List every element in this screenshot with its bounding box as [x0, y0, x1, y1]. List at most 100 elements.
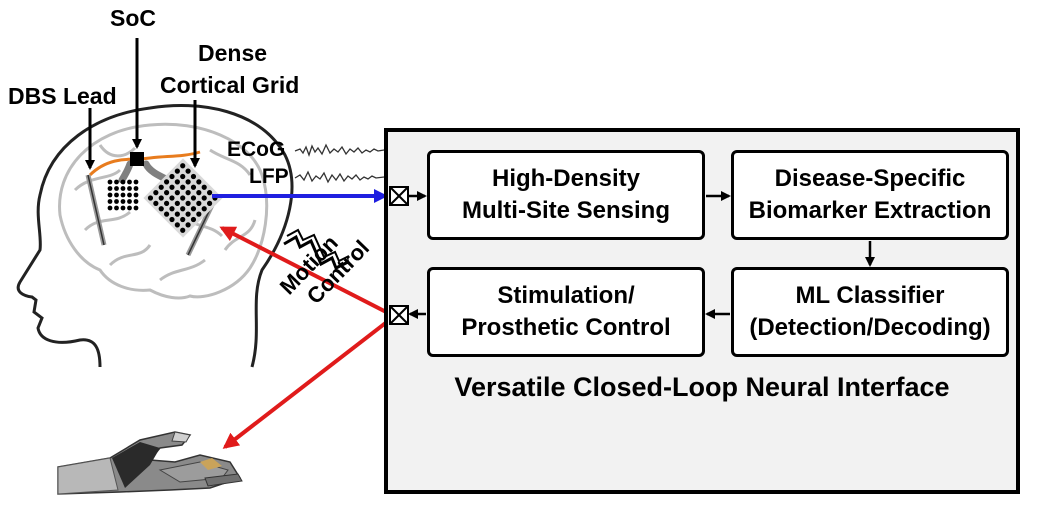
stimulation-block: Stimulation/ Prosthetic Control [427, 267, 705, 357]
electrode-dot [107, 179, 113, 185]
classifier-block-line1: ML Classifier [795, 282, 945, 309]
electrode-dot [185, 222, 191, 228]
electrode-dot [190, 216, 197, 223]
electrode-dot [147, 195, 154, 201]
electrode-dot [133, 186, 139, 191]
stimulation-block-line1: Stimulation/ [497, 282, 635, 309]
electrode-dot [185, 200, 191, 206]
electrode-dot [190, 195, 197, 201]
electrode-dot [107, 186, 113, 191]
stimulation-pulse-icon [283, 234, 349, 271]
electrode-dot [180, 195, 186, 201]
electrode-dot [169, 173, 175, 180]
electrode-dot [174, 200, 180, 206]
electrode-dot [180, 163, 186, 169]
electrode-dot [127, 199, 132, 204]
robotic-hand-icon [57, 431, 243, 495]
stimulation-block-line2: Prosthetic Control [461, 314, 671, 341]
electrode-dot [127, 186, 132, 191]
electrode-dot [196, 211, 202, 217]
electrode-dot [127, 192, 132, 198]
dense-grid-label-line1: Dense [198, 40, 268, 66]
electrode-dot [163, 211, 170, 217]
biomarker-block-line2: Biomarker Extraction [748, 197, 992, 224]
electrode-dot [107, 199, 113, 204]
electrode-dot [133, 192, 139, 198]
connector-cable [118, 160, 172, 184]
electrode-dot [190, 173, 197, 180]
electrode-dot [153, 200, 159, 206]
electrode-dot [158, 184, 164, 190]
electrode-dot [163, 179, 170, 185]
electrode-dot [163, 200, 170, 206]
electrode-dot [127, 205, 132, 211]
electrode-dot [153, 190, 159, 196]
electrode-dot [190, 184, 197, 190]
electrode-dot [196, 190, 202, 196]
sensing-block-line1: High-Density [491, 165, 640, 192]
electrode-dot [114, 199, 119, 204]
electrode-dot [185, 211, 191, 217]
electrode-dot [169, 206, 175, 212]
electrode-dot [127, 179, 132, 185]
classifier-block: ML Classifier (Detection/Decoding) [731, 267, 1009, 357]
electrode-dot [206, 200, 213, 206]
electrode-dot [201, 195, 207, 201]
ecog-waveform [294, 143, 385, 157]
electrode-dot [196, 200, 202, 206]
electrode-dot [190, 206, 197, 212]
electrode-dot [185, 168, 191, 174]
dense-grid-label-line2: Cortical Grid [160, 72, 300, 98]
electrode-dot [174, 179, 180, 185]
electrode-dot [174, 222, 180, 228]
sensing-block: High-Density Multi-Site Sensing [427, 150, 705, 240]
electrode-dot [120, 179, 126, 185]
electrode-dot [180, 216, 186, 223]
electrode-dot [169, 195, 175, 201]
stimulation-arrow [219, 226, 393, 317]
lfp-label: LFP [249, 165, 289, 188]
biomarker-block-line1: Disease-Specific [774, 165, 966, 192]
electrode-dot [120, 192, 126, 198]
electrode-dot [133, 199, 139, 204]
electrode-dot [169, 216, 175, 223]
classifier-block-line2: (Detection/Decoding) [749, 314, 991, 341]
electrode-dot [114, 192, 119, 198]
electrode-dot [158, 195, 164, 201]
electrode-dot [206, 190, 213, 196]
electrode-dot [201, 184, 207, 190]
electrode-dot [120, 205, 126, 211]
electrode-dot [196, 179, 202, 185]
electrode-dot [133, 179, 139, 185]
electrode-dot [180, 173, 186, 180]
dbs-lead-label: DBS Lead [8, 83, 117, 109]
electrode-dot [107, 192, 113, 198]
electrode-dot [120, 186, 126, 191]
sensing-block-line2: Multi-Site Sensing [461, 197, 670, 224]
electrode-dot [158, 206, 164, 212]
motion-control-arrow [222, 316, 394, 449]
electrode-dot [107, 205, 113, 211]
head-profile-icon [16, 104, 294, 368]
electrode-dot [114, 205, 119, 211]
electrode-dot [169, 184, 175, 190]
electrode-dot [180, 184, 186, 190]
electrode-dot [201, 206, 207, 212]
electrode-dot [114, 186, 119, 191]
electrode-dot [185, 190, 191, 196]
soc-label: SoC [110, 5, 156, 31]
electrode-dot [163, 190, 170, 196]
biomarker-block: Disease-Specific Biomarker Extraction [731, 150, 1009, 240]
electrode-dot [133, 205, 139, 211]
lfp-waveform [294, 170, 385, 184]
electrode-dot [180, 227, 186, 233]
soc-chip [130, 152, 144, 166]
electrode-dot [174, 211, 180, 217]
interface-title: Versatile Closed-Loop Neural Interface [454, 372, 950, 402]
electrode-dot [174, 190, 180, 196]
electrode-dot [120, 199, 126, 204]
small-electrode-grid [107, 179, 139, 211]
electrode-dot [185, 179, 191, 185]
electrode-dot [180, 206, 186, 212]
